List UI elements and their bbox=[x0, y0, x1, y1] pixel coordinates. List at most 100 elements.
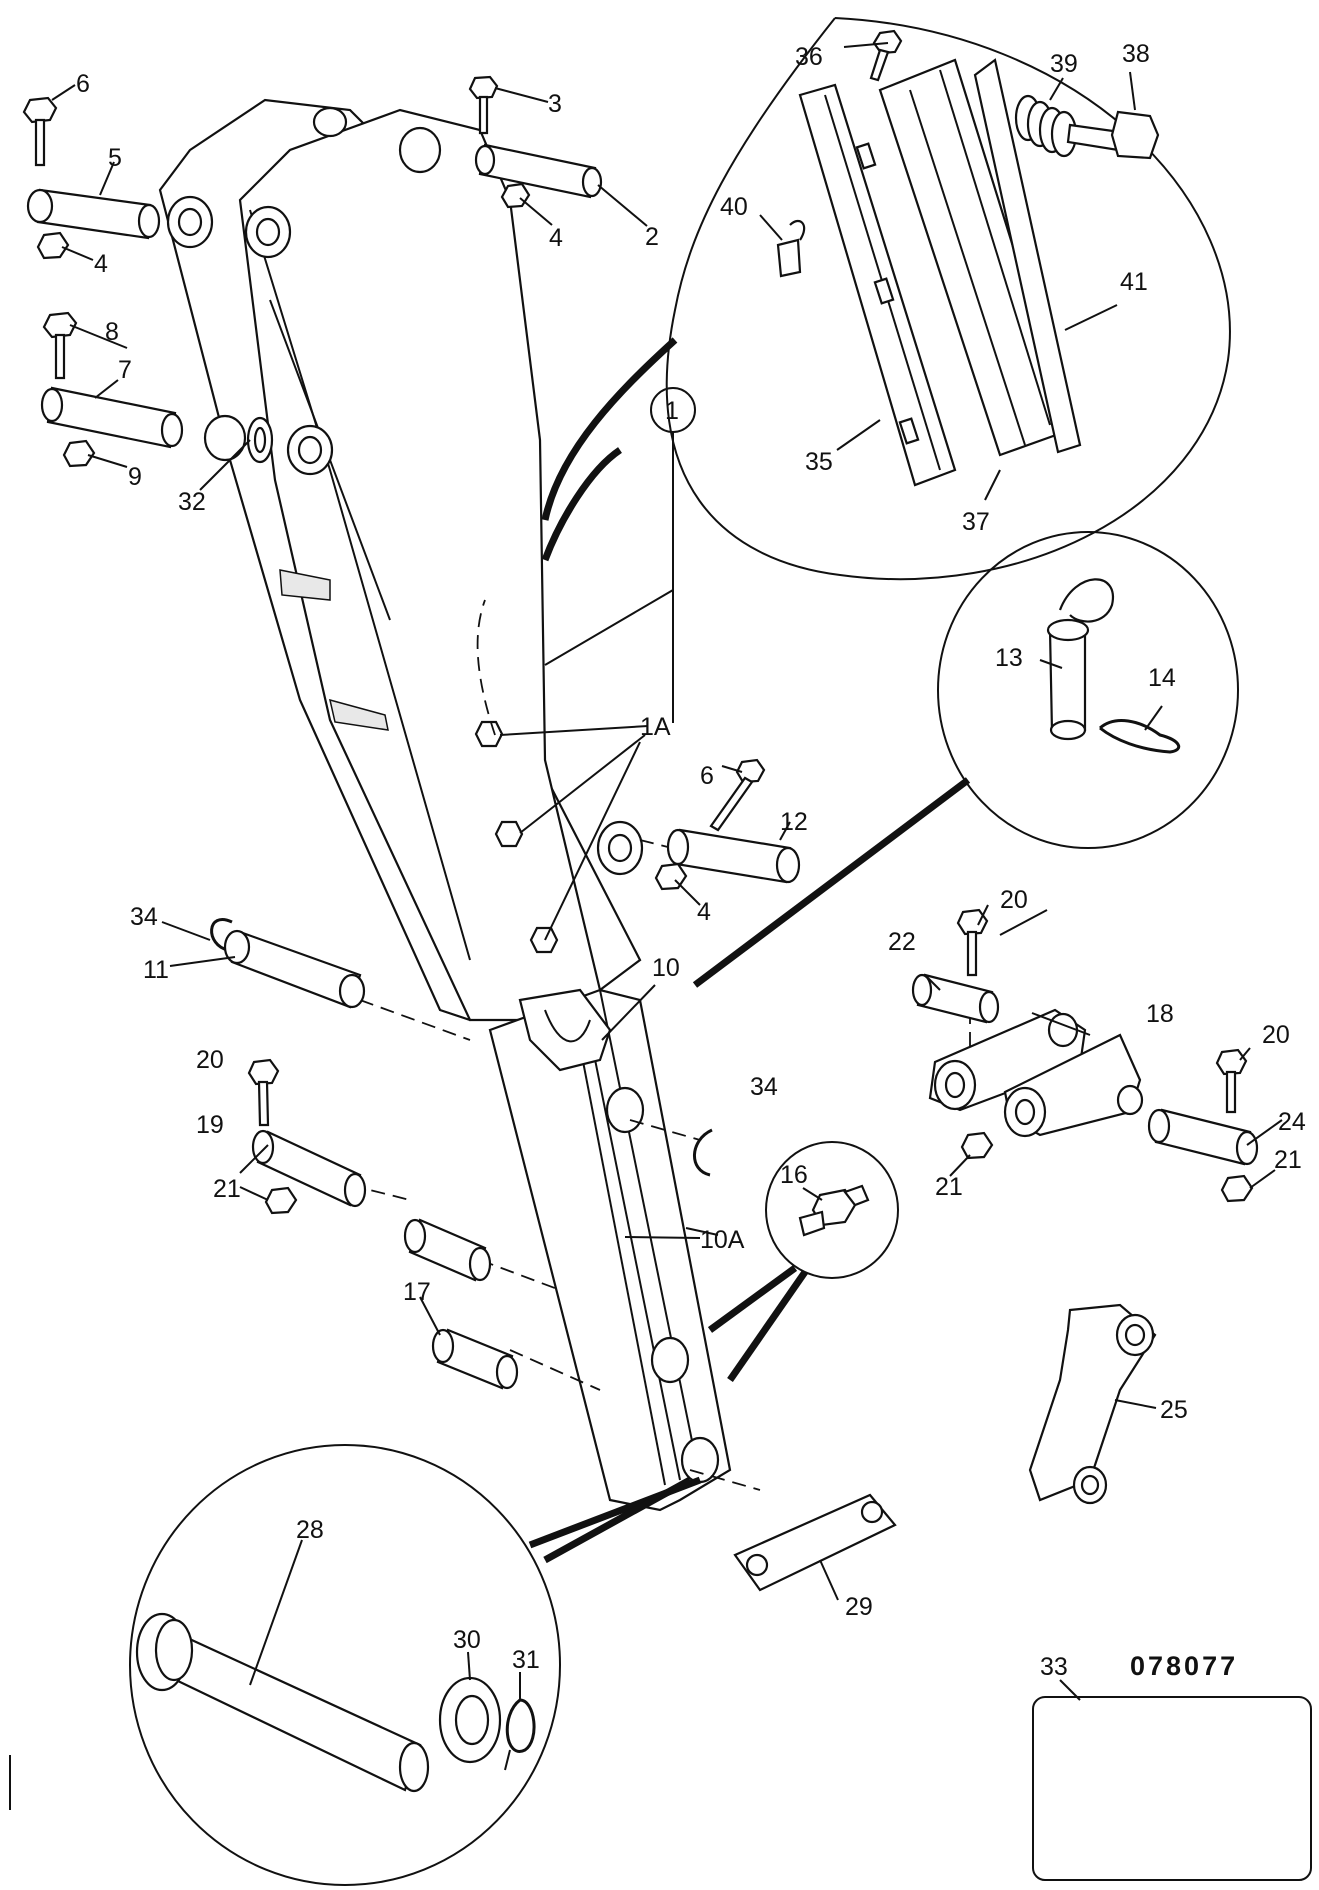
part-25-link bbox=[1028, 1303, 1157, 1505]
part-20-bolt-c bbox=[1215, 1048, 1248, 1114]
part-14-r-clip bbox=[1099, 719, 1181, 754]
callout-19: 19 bbox=[196, 1111, 224, 1139]
callout-2: 2 bbox=[645, 223, 659, 251]
nut-icon bbox=[529, 926, 559, 954]
callout-33: 33 bbox=[1040, 1653, 1068, 1681]
callout-25: 25 bbox=[1160, 1396, 1188, 1424]
part-5-pin bbox=[26, 188, 161, 240]
callout-4: 4 bbox=[94, 250, 108, 278]
callout-40: 40 bbox=[720, 193, 748, 221]
callout-13: 13 bbox=[995, 644, 1023, 672]
callout-20: 20 bbox=[1262, 1021, 1290, 1049]
leader-lines bbox=[51, 42, 1283, 1701]
part-12-pin bbox=[666, 828, 801, 884]
part-38-adjuster-bolt bbox=[1066, 110, 1160, 160]
part-39-spring bbox=[1014, 94, 1078, 158]
callout-1A: 1A bbox=[640, 713, 671, 741]
detail-circle-pivot-pin bbox=[129, 1444, 702, 1886]
part-20-bolt-b bbox=[956, 908, 989, 977]
callout-30: 30 bbox=[453, 1626, 481, 1654]
part-32-washer bbox=[246, 416, 274, 464]
callout-29: 29 bbox=[845, 1593, 873, 1621]
boom-assembly bbox=[158, 98, 732, 1512]
callout-24: 24 bbox=[1278, 1108, 1306, 1136]
callout-22: 22 bbox=[888, 928, 916, 956]
part-41-shim bbox=[973, 58, 1082, 454]
detail-circle-grease-nipple bbox=[707, 1141, 899, 1382]
detail-circle-wear-pads bbox=[541, 17, 1231, 581]
callout-12: 12 bbox=[780, 808, 808, 836]
callout-4: 4 bbox=[549, 224, 563, 252]
callout-1: 1 bbox=[665, 397, 679, 425]
part-7-pin bbox=[40, 386, 184, 449]
part-8-bolt bbox=[42, 311, 78, 380]
callout-9: 9 bbox=[128, 463, 142, 491]
callout-21: 21 bbox=[213, 1175, 241, 1203]
callout-20: 20 bbox=[1000, 886, 1028, 914]
callout-38: 38 bbox=[1122, 40, 1150, 68]
callout-10A: 10A bbox=[700, 1226, 745, 1254]
part-2-pin bbox=[474, 143, 603, 199]
part-16-grease-nipple bbox=[798, 1184, 870, 1237]
callout-14: 14 bbox=[1148, 664, 1176, 692]
part-6-bolt bbox=[22, 96, 58, 167]
callout-36: 36 bbox=[795, 43, 823, 71]
callout-35: 35 bbox=[805, 448, 833, 476]
part-13-pin bbox=[1046, 578, 1115, 741]
callout-18: 18 bbox=[1146, 1000, 1174, 1028]
callout-circle-1 bbox=[650, 387, 696, 433]
callout-20: 20 bbox=[196, 1046, 224, 1074]
decal-plate bbox=[1032, 1696, 1312, 1881]
callout-labels: 6 5 4 8 7 9 32 3 4 2 1 1A 6 12 4 34 11 1… bbox=[76, 40, 1306, 1681]
nut-icon bbox=[494, 820, 524, 848]
callout-8: 8 bbox=[105, 318, 119, 346]
part-18-link bbox=[928, 1008, 1144, 1138]
part-21-nut bbox=[264, 1186, 298, 1215]
part-35-pad-rail bbox=[798, 83, 957, 487]
nut-icon bbox=[474, 720, 504, 748]
part-11-pin bbox=[223, 929, 366, 1009]
callout-17: 17 bbox=[403, 1278, 431, 1306]
callout-10: 10 bbox=[652, 954, 680, 982]
callout-16: 16 bbox=[780, 1161, 808, 1189]
part-6-bolt-b bbox=[709, 758, 766, 832]
callout-5: 5 bbox=[108, 144, 122, 172]
callout-21: 21 bbox=[935, 1173, 963, 1201]
callout-31: 31 bbox=[512, 1646, 540, 1674]
part-20-bolt bbox=[247, 1058, 280, 1127]
callout-34: 34 bbox=[130, 903, 158, 931]
part-3-bolt bbox=[468, 75, 499, 135]
part-31-clip bbox=[504, 1698, 536, 1771]
part-17-bush-a bbox=[403, 1218, 492, 1282]
part-21-nut-c bbox=[1220, 1174, 1254, 1203]
part-29-plate bbox=[733, 1493, 897, 1592]
part-28-pivot-pin bbox=[135, 1612, 430, 1793]
drawing-number: 078077 bbox=[1130, 1651, 1238, 1681]
part-36-screw bbox=[869, 29, 903, 82]
callout-21: 21 bbox=[1274, 1146, 1302, 1174]
callout-11: 11 bbox=[143, 956, 169, 984]
callout-6: 6 bbox=[76, 70, 90, 98]
part-4-nut-b bbox=[500, 182, 531, 209]
part-24-pin bbox=[1147, 1108, 1259, 1166]
callout-37: 37 bbox=[962, 508, 990, 536]
callout-6: 6 bbox=[700, 762, 714, 790]
part-17-bush-b bbox=[431, 1328, 519, 1390]
callout-4: 4 bbox=[697, 898, 711, 926]
part-40-key bbox=[776, 219, 806, 278]
part-34-circlip bbox=[210, 918, 713, 1177]
callout-32: 32 bbox=[178, 488, 206, 516]
callout-7: 7 bbox=[118, 356, 132, 384]
callout-34: 34 bbox=[750, 1073, 778, 1101]
detail-circle-pin-clip bbox=[692, 531, 1239, 988]
callout-39: 39 bbox=[1050, 50, 1078, 78]
part-22-pin bbox=[911, 973, 1000, 1024]
part-9-nut bbox=[62, 439, 96, 468]
part-37-pad bbox=[878, 58, 1072, 457]
callout-3: 3 bbox=[548, 90, 562, 118]
part-4-nut bbox=[36, 231, 70, 260]
part-30-washer bbox=[438, 1676, 502, 1764]
callout-41: 41 bbox=[1120, 268, 1148, 296]
callout-28: 28 bbox=[296, 1516, 324, 1544]
